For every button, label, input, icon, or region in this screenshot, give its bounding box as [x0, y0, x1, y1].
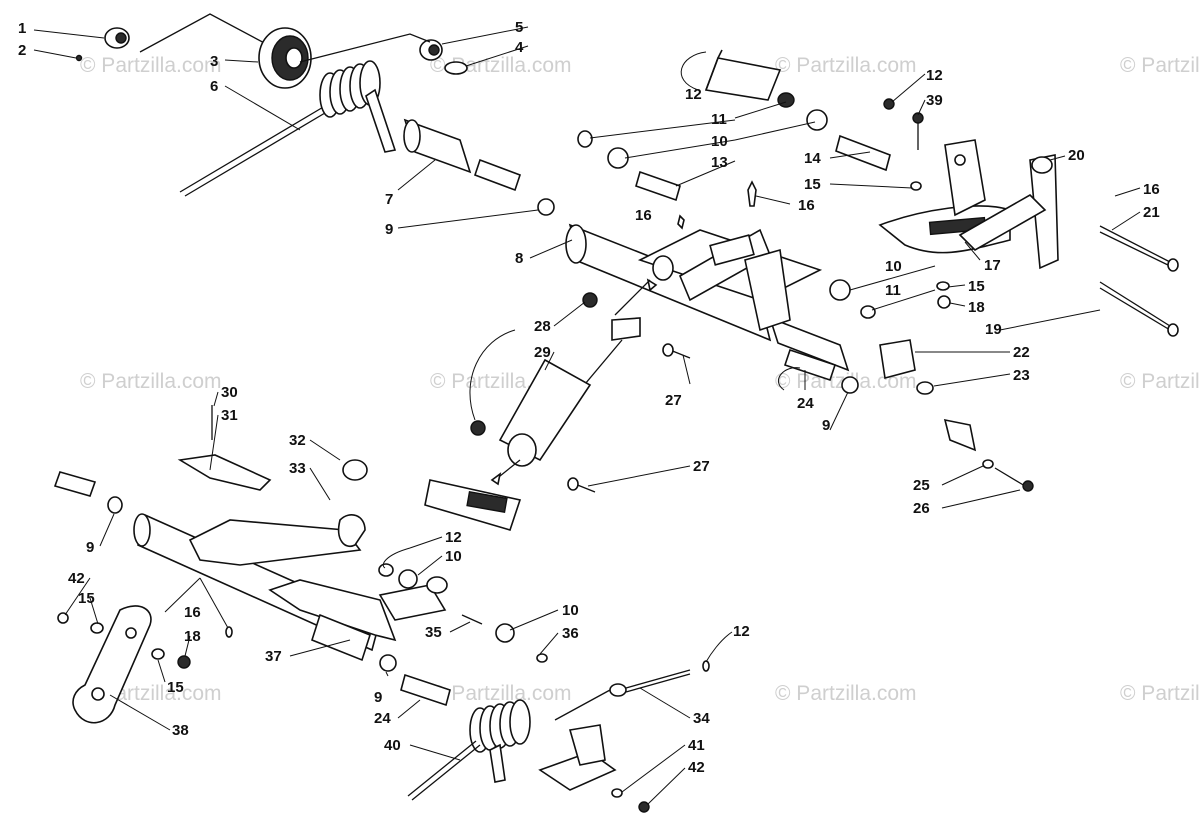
watermark: © Partzilla.com [1120, 682, 1200, 705]
callout-12: 12 [685, 86, 702, 103]
callout-17: 17 [984, 257, 1001, 274]
callout-12: 12 [445, 529, 462, 546]
main-shaft [565, 223, 850, 372]
callout-16: 16 [1143, 181, 1160, 198]
callout-31: 31 [221, 407, 238, 424]
callout-35: 35 [425, 624, 442, 641]
callout-3: 3 [210, 53, 218, 70]
callout-12: 12 [733, 623, 750, 640]
callout-24: 24 [797, 395, 814, 412]
shock-absorber [424, 278, 691, 531]
callout-16: 16 [798, 197, 815, 214]
callout-29: 29 [534, 344, 551, 361]
watermark: © Partzilla.com [1120, 370, 1200, 393]
watermark: © Partzilla.com [775, 682, 917, 705]
callout-38: 38 [172, 722, 189, 739]
callout-10: 10 [885, 258, 902, 275]
callout-42: 42 [688, 759, 705, 776]
callout-15: 15 [968, 278, 985, 295]
callout-7: 7 [385, 191, 393, 208]
watermark: © Partzilla.com [1120, 54, 1200, 77]
callout-16: 16 [635, 207, 652, 224]
callout-9: 9 [822, 417, 830, 434]
callout-40: 40 [384, 737, 401, 754]
watermark: © Partzilla.com [80, 370, 222, 393]
callout-6: 6 [210, 78, 218, 95]
callout-18: 18 [968, 299, 985, 316]
watermark: © Partzilla.com [80, 54, 222, 77]
callout-9: 9 [385, 221, 393, 238]
callout-41: 41 [688, 737, 705, 754]
upper-right-bracket [577, 49, 1179, 337]
callout-23: 23 [1013, 367, 1030, 384]
callout-16: 16 [184, 604, 201, 621]
callout-12: 12 [926, 67, 943, 84]
watermark: © Partzilla.com [775, 54, 917, 77]
callout-27: 27 [693, 458, 710, 475]
callout-26: 26 [913, 500, 930, 517]
callout-27: 27 [665, 392, 682, 409]
callout-9: 9 [86, 539, 94, 556]
callout-24: 24 [374, 710, 391, 727]
callout-11: 11 [711, 111, 727, 128]
callout-28: 28 [534, 318, 551, 335]
callout-5: 5 [515, 19, 523, 36]
callout-11: 11 [885, 282, 901, 299]
callout-25: 25 [913, 477, 930, 494]
callout-32: 32 [289, 432, 306, 449]
callout-15: 15 [167, 679, 184, 696]
right-lower-plates [783, 339, 1034, 492]
leader-lines [33, 26, 1141, 805]
callout-18: 18 [184, 628, 201, 645]
callout-33: 33 [289, 460, 306, 477]
callout-30: 30 [221, 384, 238, 401]
parts-artwork [53, 13, 1179, 813]
callout-13: 13 [711, 154, 728, 171]
callout-20: 20 [1068, 147, 1085, 164]
callout-22: 22 [1013, 344, 1030, 361]
lower-torsion-spring [469, 699, 531, 783]
callout-4: 4 [515, 39, 524, 56]
callout-10: 10 [562, 602, 579, 619]
callout-21: 21 [1143, 204, 1160, 221]
callout-36: 36 [562, 625, 579, 642]
top-axle-group [75, 13, 555, 216]
callout-37: 37 [265, 648, 282, 665]
callout-34: 34 [693, 710, 710, 727]
callout-39: 39 [926, 92, 943, 109]
callout-10: 10 [711, 133, 728, 150]
callout-2: 2 [18, 42, 26, 59]
callout-15: 15 [78, 590, 95, 607]
callout-8: 8 [515, 250, 523, 267]
callout-labels: 1 2 3 5 4 6 7 9 8 12 11 10 13 14 15 16 1… [18, 19, 1160, 776]
callout-10: 10 [445, 548, 462, 565]
callout-9: 9 [374, 689, 382, 706]
callout-14: 14 [804, 150, 821, 167]
watermark: © Partzilla.com [430, 682, 572, 705]
torsion-spring [319, 60, 397, 153]
callout-19: 19 [985, 321, 1002, 338]
lower-axle-group [53, 405, 710, 813]
callout-42: 42 [68, 570, 85, 587]
callout-15: 15 [804, 176, 821, 193]
callout-1: 1 [18, 20, 26, 37]
